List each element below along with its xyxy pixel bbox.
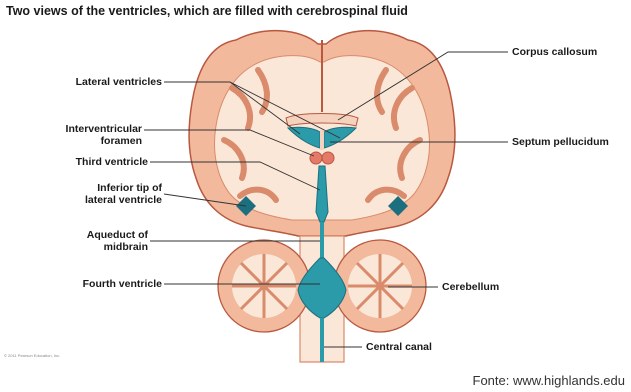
- label-inferior-tip-line1: Inferior tip of: [38, 182, 162, 194]
- label-septum-pellucidum: Septum pellucidum: [512, 136, 609, 148]
- label-interventricular-foramen-line1: Interventricular: [38, 123, 142, 135]
- label-fourth-ventricle: Fourth ventricle: [38, 278, 162, 290]
- aqueduct-shape: [320, 222, 324, 258]
- label-third-ventricle: Third ventricle: [38, 156, 148, 168]
- source-credit: Fonte: www.highlands.edu: [473, 373, 625, 388]
- thalamus-right: [322, 152, 334, 164]
- septum-shape: [320, 130, 324, 150]
- label-aqueduct-line2: midbrain: [38, 241, 148, 253]
- copyright-note: © 2011 Pearson Education, Inc.: [4, 353, 60, 358]
- label-aqueduct-line1: Aqueduct of: [38, 229, 148, 241]
- label-inferior-tip-line2: lateral ventricle: [38, 194, 162, 206]
- label-interventricular-foramen-line2: foramen: [38, 135, 142, 147]
- label-corpus-callosum: Corpus callosum: [512, 46, 597, 58]
- thalamus-left: [310, 152, 322, 164]
- cerebellum-right: [334, 240, 426, 332]
- label-central-canal: Central canal: [366, 341, 432, 353]
- cerebellum-left: [218, 240, 310, 332]
- label-cerebellum: Cerebellum: [442, 281, 499, 293]
- central-canal-shape: [320, 318, 324, 362]
- label-lateral-ventricles: Lateral ventricles: [38, 76, 162, 88]
